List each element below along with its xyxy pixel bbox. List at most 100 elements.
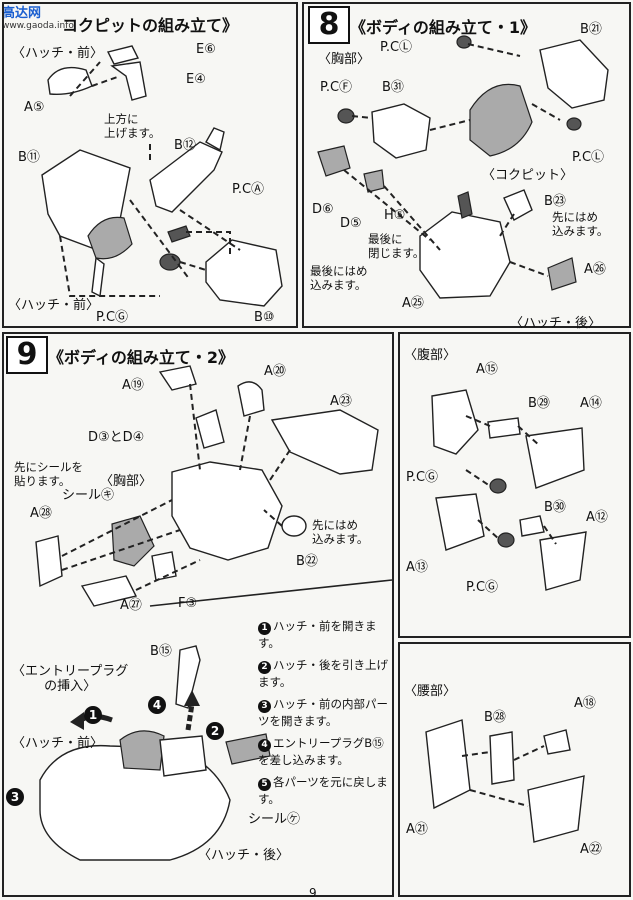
waist-title: 〈腰部〉	[404, 684, 457, 699]
part-b12-back	[205, 127, 225, 152]
instruction-text: エントリープラグB⑮を差し込みます。	[258, 736, 384, 767]
instruction-num: 3	[258, 700, 271, 713]
panel-step9	[2, 332, 394, 897]
arrow-lift-hatch	[185, 703, 195, 731]
step7-title: コクピットの組み立て》	[62, 16, 239, 35]
part-a19	[158, 365, 197, 391]
label-a12: A⑫	[586, 510, 608, 525]
step8-title: 《ボディの組み立て・1》	[350, 18, 537, 37]
label-a14: A⑭	[580, 396, 602, 411]
part-pcf	[337, 108, 355, 124]
part-hatch-front	[87, 216, 133, 260]
label-a22: A㉒	[580, 842, 602, 857]
note-fit-first-8: 先にはめ 込みます。	[552, 210, 609, 238]
instruction-num: 1	[258, 622, 271, 635]
panel-abdomen	[398, 332, 631, 638]
label-a23: A㉓	[330, 394, 352, 409]
label-pca: P.CⒶ	[232, 182, 265, 197]
label-a20: A⑳	[264, 364, 286, 379]
instruction-text: ハッチ・後を引き上げます。	[258, 658, 388, 689]
instruction-num: 5	[258, 778, 271, 791]
panel-step7	[2, 2, 298, 328]
label-d3d4: D③とD④	[88, 430, 145, 445]
part-body-assembly	[39, 744, 231, 861]
part-b29	[487, 417, 521, 439]
part-d5	[363, 169, 385, 193]
label-a26: A㉖	[584, 262, 606, 277]
part-d3d4	[195, 409, 225, 449]
label-hatch-front-2: 〈ハッチ・前〉	[8, 298, 100, 313]
arrow-open-hatch-head	[70, 712, 84, 730]
label-a25: A㉕	[402, 296, 424, 311]
part-a12	[539, 531, 587, 591]
arrow-lift-hatch-head	[184, 690, 200, 706]
panel-step8	[302, 2, 631, 328]
part-pcg-abdomen-2	[497, 532, 515, 548]
label-a18: A⑱	[574, 696, 596, 711]
label-b28: B㉘	[484, 710, 506, 725]
note-seal-first: 先にシールを 貼ります。	[14, 460, 83, 488]
label-hatch-front-1: 〈ハッチ・前〉	[12, 46, 104, 61]
part-a26	[547, 257, 577, 291]
part-a21	[425, 719, 471, 810]
label-chest-8: 〈胸部〉	[318, 52, 371, 67]
label-pcg-abdomen-1: P.CⒼ	[406, 470, 439, 485]
part-hatch-rear	[159, 735, 207, 777]
part-h5	[457, 191, 473, 219]
part-b21	[539, 39, 609, 109]
label-hatch-rear-entry: 〈ハッチ・後〉	[198, 848, 290, 863]
part-b12-seat	[149, 141, 223, 213]
label-b29: B㉙	[528, 396, 550, 411]
page-number: 9	[309, 886, 317, 900]
part-b22	[281, 515, 307, 537]
instruction-text: ハッチ・前の内部パーツを開きます。	[258, 697, 388, 728]
label-pcg: P.CⒼ	[96, 310, 129, 325]
part-a23	[270, 409, 379, 475]
label-e6: E⑥	[196, 42, 216, 57]
note-raise-up: 上方に 上げます。	[104, 112, 161, 140]
part-f3	[151, 551, 177, 581]
label-pcf: P.CⒻ	[320, 80, 353, 95]
label-b10: B⑩	[254, 310, 275, 325]
part-a14	[525, 427, 585, 489]
label-a15: A⑮	[476, 362, 498, 377]
label-d5: D⑤	[340, 216, 362, 231]
label-b31: B㉛	[382, 80, 404, 95]
label-pcl-right: P.CⓁ	[572, 150, 605, 165]
step8-number: 8	[308, 6, 350, 44]
label-e4: E④	[186, 72, 206, 87]
part-seal-panel	[111, 515, 155, 567]
watermark-logo: 高达网 www.gaoda.info	[2, 2, 74, 31]
instruction-text: 各パーツを元に戻します。	[258, 775, 388, 806]
part-a25-body	[419, 211, 511, 299]
label-b15: B⑮	[150, 644, 172, 659]
label-pcl-top: P.CⓁ	[380, 40, 413, 55]
callout-2: 2	[206, 722, 224, 740]
part-a18	[543, 729, 571, 755]
label-a21: A㉑	[406, 822, 428, 837]
part-pcl-top	[456, 35, 472, 49]
part-a22	[527, 775, 585, 843]
part-b23	[503, 189, 533, 221]
part-a5	[47, 66, 93, 96]
part-a15	[431, 389, 479, 455]
label-a13: A⑬	[406, 560, 428, 575]
watermark-name: 高达网	[2, 6, 42, 21]
label-b21: B㉑	[580, 22, 602, 37]
part-pcg	[159, 253, 181, 271]
part-hatch-arm	[91, 256, 105, 298]
part-b30	[519, 515, 545, 537]
label-a28: A㉘	[30, 506, 52, 521]
label-seal-ki: シール㋖	[62, 488, 115, 503]
part-e6	[106, 45, 140, 65]
label-f3: F③	[178, 596, 198, 611]
label-b12: B⑫	[174, 138, 196, 153]
callout-1: 1	[84, 706, 102, 724]
watermark-url: www.gaoda.info	[2, 21, 74, 31]
